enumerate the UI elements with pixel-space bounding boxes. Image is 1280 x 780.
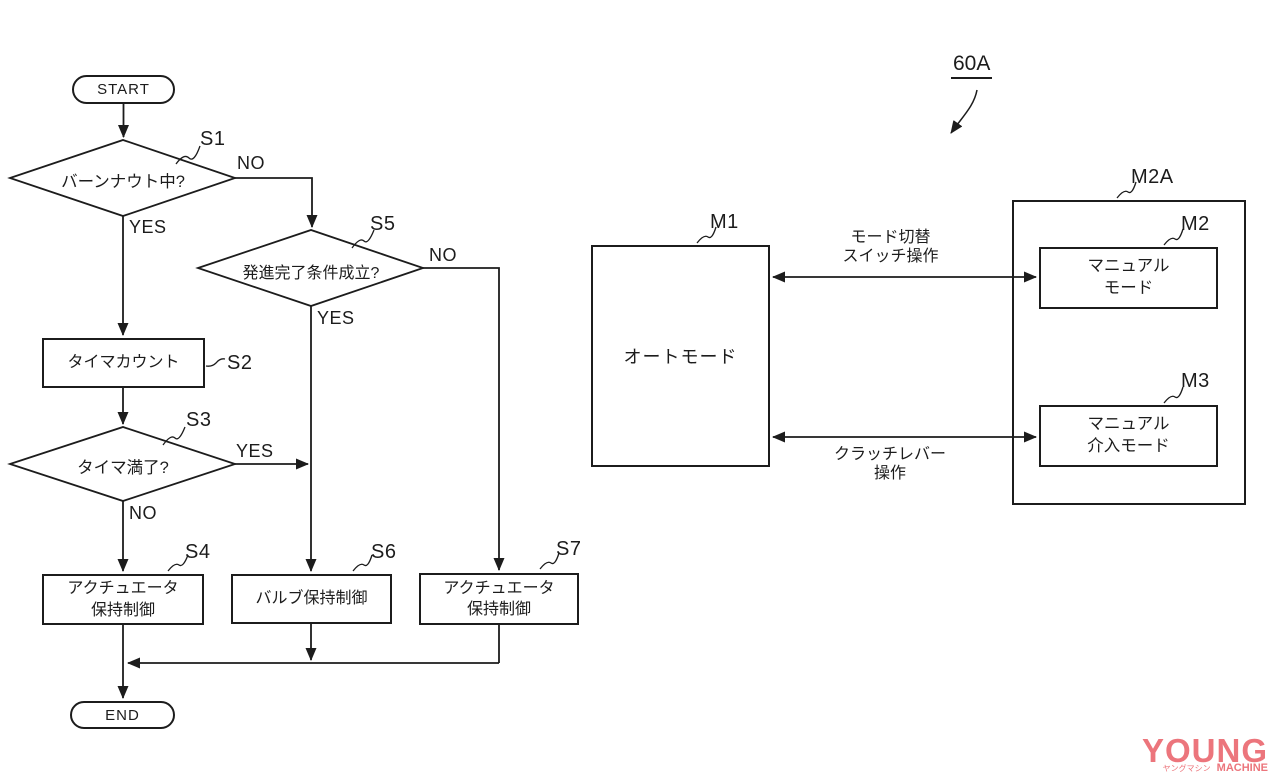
- end-terminal: END: [70, 701, 175, 729]
- branch-no-s1: NO: [237, 153, 265, 173]
- mode-label-m3: M3: [1181, 370, 1210, 392]
- process-s7: アクチュエータ 保持制御: [419, 573, 579, 625]
- process-s4-text: アクチュエータ 保持制御: [67, 578, 178, 620]
- young-machine-logo-machine: MACHINE: [1216, 762, 1268, 775]
- mode-label-m2: M2: [1181, 213, 1210, 235]
- young-machine-logo: YOUNG ヤングマシン MACHINE: [1141, 732, 1268, 775]
- arrow-label-clutch-lever: クラッチレバー 操作: [810, 445, 970, 483]
- step-label-s7: S7: [556, 538, 582, 560]
- decision-diamonds: [7, 139, 426, 502]
- process-s2: タイマカウント: [42, 338, 205, 388]
- decision-s5-text: 発進完了条件成立?: [242, 265, 380, 282]
- young-machine-logo-young: YOUNG: [1141, 732, 1268, 770]
- mode-box-m3: マニュアル 介入モード: [1039, 405, 1218, 467]
- start-terminal: START: [72, 75, 175, 104]
- figure-label-60a: 60A: [951, 52, 993, 79]
- mode-box-m2: マニュアル モード: [1039, 247, 1218, 309]
- process-s4-line1: アクチュエータ: [67, 580, 179, 598]
- process-s4-line2: 保持制御: [90, 601, 155, 619]
- step-label-s3: S3: [186, 409, 212, 431]
- mode-box-m2-line2: モード: [1103, 279, 1154, 297]
- mode-box-m2-text: マニュアル モード: [1087, 256, 1169, 300]
- mode-box-m2-line1: マニュアル: [1087, 257, 1170, 276]
- mode-label-m2a: M2A: [1131, 166, 1174, 188]
- step-label-s5: S5: [370, 213, 396, 235]
- branch-yes-s5: YES: [317, 308, 355, 328]
- mode-group-box-m2a: [1012, 200, 1246, 505]
- arrow-label-clutch-lever-line1: クラッチレバー: [833, 446, 946, 463]
- young-machine-logo-subline: ヤングマシン MACHINE: [1142, 762, 1268, 775]
- step-label-s4: S4: [185, 541, 211, 563]
- arrow-label-mode-switch-line2: スイッチ操作: [842, 248, 939, 266]
- decision-s1-text: バーンナウト中?: [61, 173, 185, 191]
- mode-box-m3-line1: マニュアル: [1087, 415, 1170, 434]
- arrow-label-mode-switch-line1: モード切替: [850, 229, 931, 246]
- branch-no-s5: NO: [429, 245, 457, 265]
- process-s7-line2: 保持制御: [466, 601, 531, 618]
- flow-arrows: [117, 89, 1037, 699]
- branch-yes-s1: YES: [129, 217, 167, 237]
- process-s7-text: アクチュエータ 保持制御: [443, 578, 554, 620]
- process-s7-line1: アクチュエータ: [443, 579, 555, 597]
- mode-label-m1: M1: [710, 211, 739, 233]
- step-label-s2: S2: [227, 352, 253, 374]
- step-label-s6: S6: [371, 541, 397, 563]
- arrow-label-mode-switch: モード切替 スイッチ操作: [818, 228, 963, 266]
- reference-leader-lines: [162, 145, 1184, 572]
- branch-yes-s3: YES: [236, 441, 274, 461]
- decision-s3-text: タイマ満了?: [77, 459, 169, 477]
- mode-box-m1: オートモード: [591, 245, 770, 467]
- end-label: END: [105, 706, 140, 724]
- branch-no-s3: NO: [129, 503, 157, 523]
- start-label: START: [97, 81, 150, 98]
- process-s2-text: タイマカウント: [67, 353, 180, 371]
- process-s6: バルブ保持制御: [231, 574, 392, 624]
- young-machine-logo-katakana: ヤングマシン: [1162, 764, 1211, 774]
- process-s4: アクチュエータ 保持制御: [42, 574, 204, 625]
- process-s6-text: バルブ保持制御: [255, 589, 368, 607]
- arrow-label-clutch-lever-line2: 操作: [873, 465, 906, 483]
- step-label-s1: S1: [200, 128, 226, 150]
- mode-box-m3-text: マニュアル 介入モード: [1087, 414, 1170, 458]
- mode-box-m3-line2: 介入モード: [1087, 437, 1170, 455]
- mode-box-m1-text: オートモード: [623, 347, 738, 367]
